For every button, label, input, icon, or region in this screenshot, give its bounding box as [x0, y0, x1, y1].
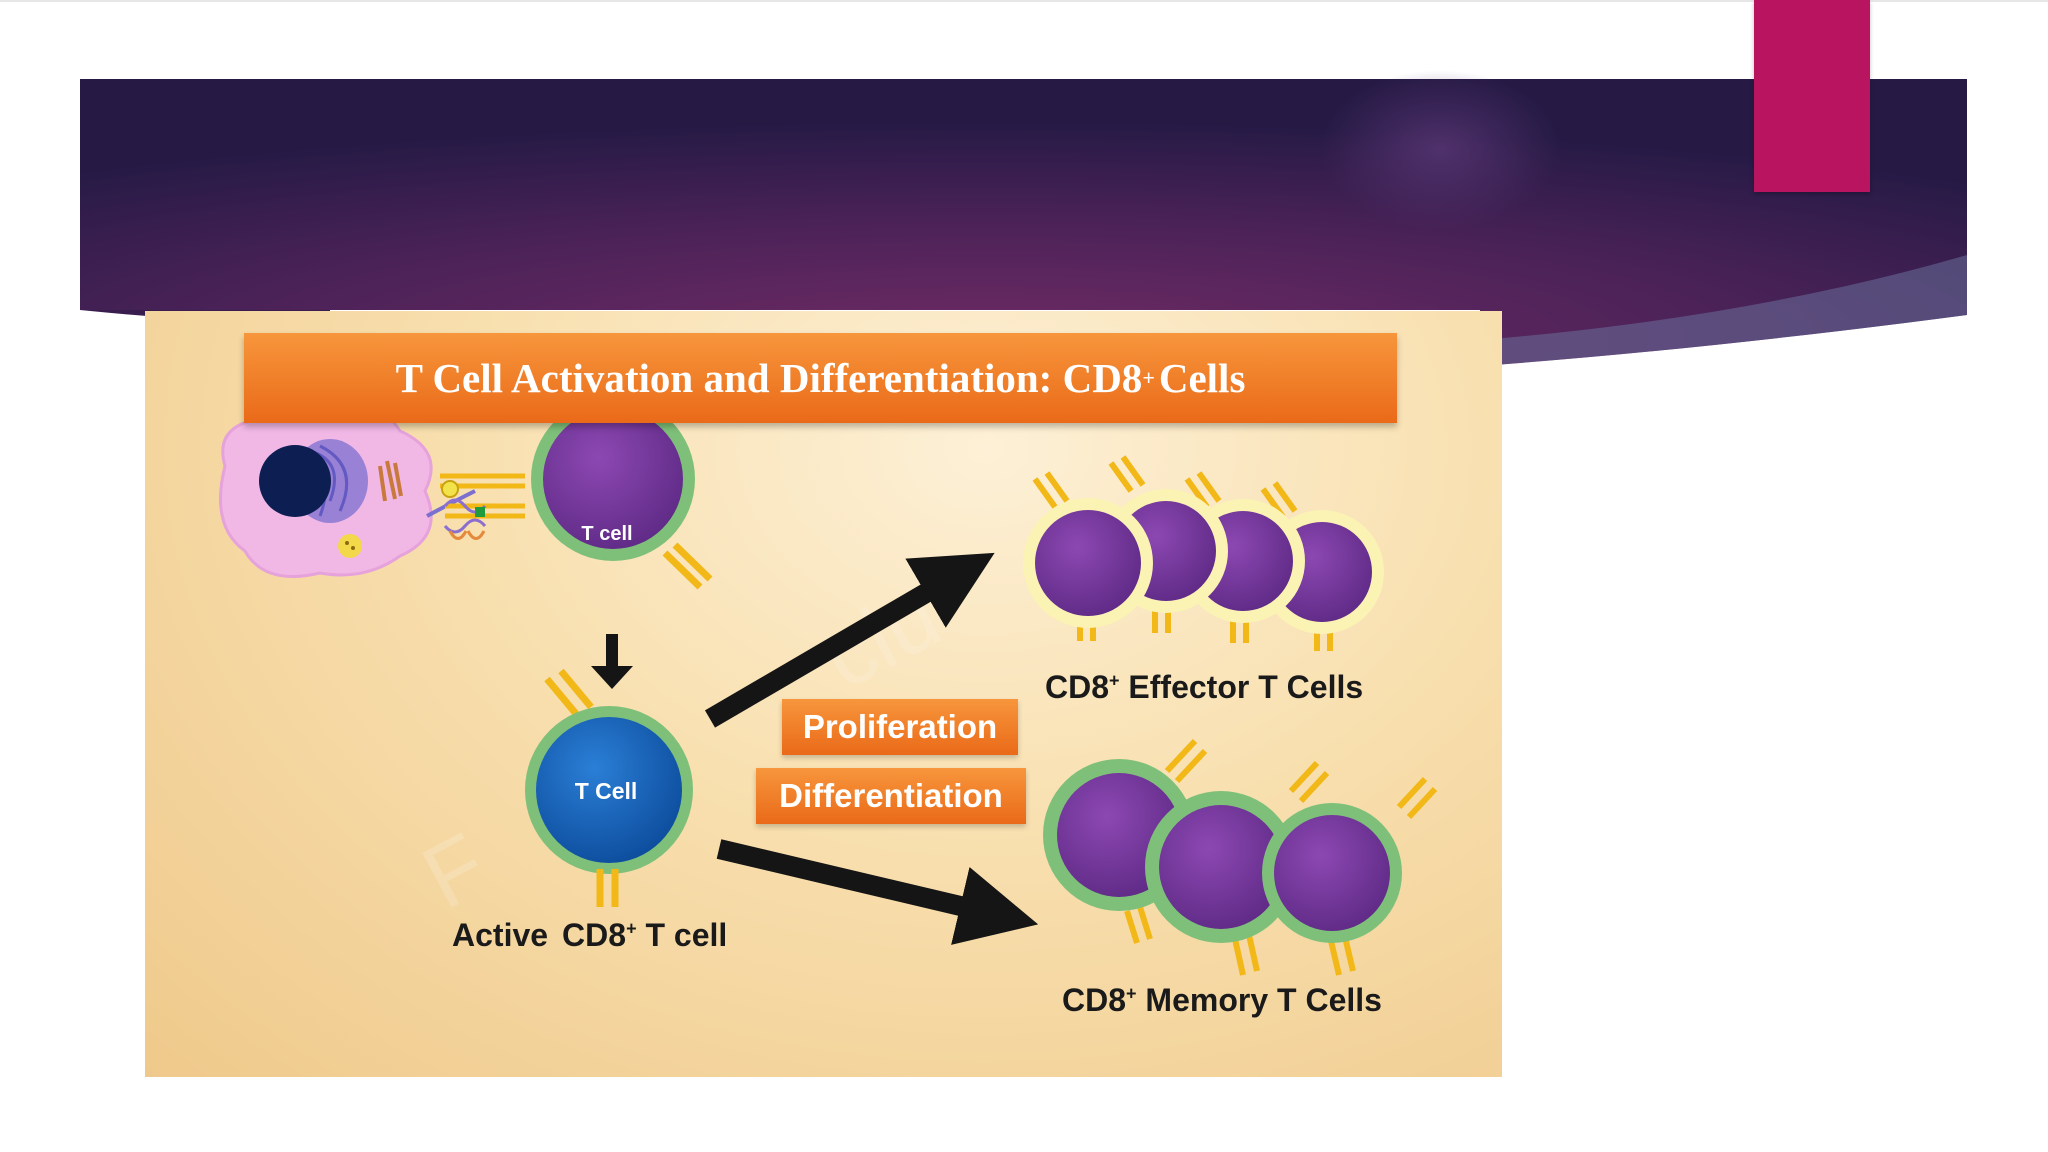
memory-caption: CD8+ Memory T Cells	[1062, 982, 1382, 1019]
active-t-cell	[525, 668, 693, 907]
diagram-graphics: F clu	[219, 397, 1438, 976]
proliferation-label: Proliferation	[782, 699, 1018, 755]
figure-title: T Cell Activation and Differentiation: C…	[244, 333, 1397, 423]
active-caption-sup: +	[626, 918, 637, 939]
differentiation-label: Differentiation	[756, 768, 1026, 824]
active-t-cell-label: T Cell	[575, 778, 638, 804]
active-caption-post: T cell	[645, 917, 728, 953]
immune-synapse-icon	[440, 473, 525, 540]
header-band	[80, 70, 1967, 366]
naive-t-cell	[531, 397, 713, 590]
naive-t-cell-label: T cell	[581, 523, 632, 545]
effector-caption-cd8: CD8	[1045, 669, 1110, 705]
arrow-icon	[704, 552, 1039, 945]
active-caption-pre: Active	[452, 917, 549, 953]
figure-title-sup: +	[1142, 365, 1155, 390]
svg-text:F: F	[407, 815, 502, 929]
effector-caption-sup: +	[1109, 670, 1120, 691]
memory-caption-cd8: CD8	[1062, 982, 1127, 1018]
effector-caption: CD8+ Effector T Cells	[1045, 669, 1363, 706]
effector-caption-post: Effector T Cells	[1128, 669, 1364, 705]
figure-title-tail: Cells	[1158, 355, 1246, 401]
top-rule	[0, 0, 2048, 2]
active-caption-cd8: CD8	[562, 917, 627, 953]
memory-t-cells	[1043, 738, 1438, 976]
active-cd8-caption: Active CD8+ T cell	[452, 917, 727, 954]
diagram-figure: F clu	[145, 311, 1502, 1077]
memory-caption-post: Memory T Cells	[1145, 982, 1382, 1018]
accent-tab	[1754, 0, 1870, 192]
memory-caption-sup: +	[1126, 983, 1137, 1004]
antigen-presenting-cell-icon	[219, 398, 476, 578]
down-arrow-icon	[591, 634, 633, 689]
effector-t-cells	[1023, 455, 1384, 651]
figure-title-main: T Cell Activation and Differentiation: C…	[395, 355, 1143, 401]
